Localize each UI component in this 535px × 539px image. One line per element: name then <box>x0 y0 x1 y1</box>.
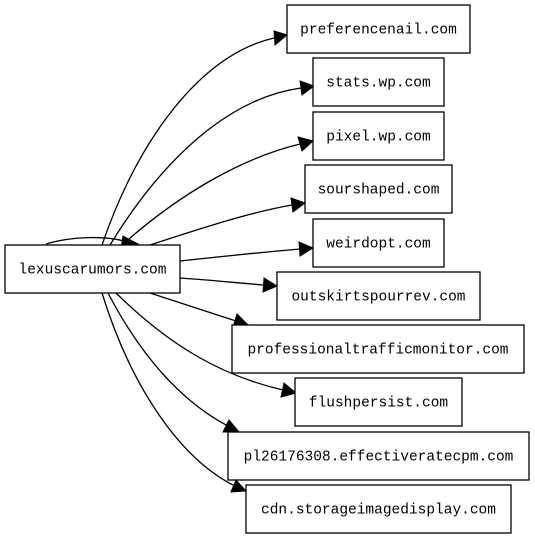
node-label: preferencenail.com <box>300 23 457 39</box>
edge-to-professionaltrafficmonitor <box>149 292 250 328</box>
node-label: pl26176308.effectiveratecpm.com <box>244 450 514 466</box>
edge-to-outskirtspourrev <box>179 277 279 293</box>
node-target: outskirtspourrev.com <box>276 271 481 321</box>
edge-to-preferencenail <box>101 30 289 246</box>
node-label: flushpersist.com <box>309 396 448 412</box>
edge-to-flushpersist <box>115 292 298 398</box>
node-label: professionaltrafficmonitor.com <box>247 343 508 359</box>
node-label: stats.wp.com <box>326 76 430 92</box>
node-label: pixel.wp.com <box>326 130 430 146</box>
edge-to-stats-wp <box>109 80 316 246</box>
edge-to-storageimagedisplay <box>101 292 248 493</box>
node-label: cdn.storageimagedisplay.com <box>261 503 496 519</box>
node-label: lexuscarumors.com <box>19 263 167 279</box>
node-target: cdn.storageimagedisplay.com <box>245 484 512 534</box>
node-source: lexuscarumors.com <box>4 244 181 294</box>
node-target: pl26176308.effectiveratecpm.com <box>227 431 530 481</box>
edge-to-sourshaped <box>149 197 307 246</box>
node-target: stats.wp.com <box>312 57 445 107</box>
edge-to-weirdopt <box>179 241 315 262</box>
node-label: weirdopt.com <box>326 237 430 253</box>
edge-to-effectiveratecpm <box>107 292 241 433</box>
edges <box>45 30 316 493</box>
node-target: weirdopt.com <box>312 218 445 268</box>
node-label: outskirtspourrev.com <box>291 290 465 306</box>
node-target: sourshaped.com <box>304 164 453 214</box>
node-target: flushpersist.com <box>294 377 463 427</box>
nodes: lexuscarumors.com preferencenail.com sta… <box>4 4 530 534</box>
node-target: preferencenail.com <box>286 4 471 54</box>
edge-to-pixel-wp <box>121 136 315 246</box>
node-target: professionaltrafficmonitor.com <box>231 324 525 374</box>
node-label: sourshaped.com <box>318 183 440 199</box>
node-target: pixel.wp.com <box>312 111 445 161</box>
